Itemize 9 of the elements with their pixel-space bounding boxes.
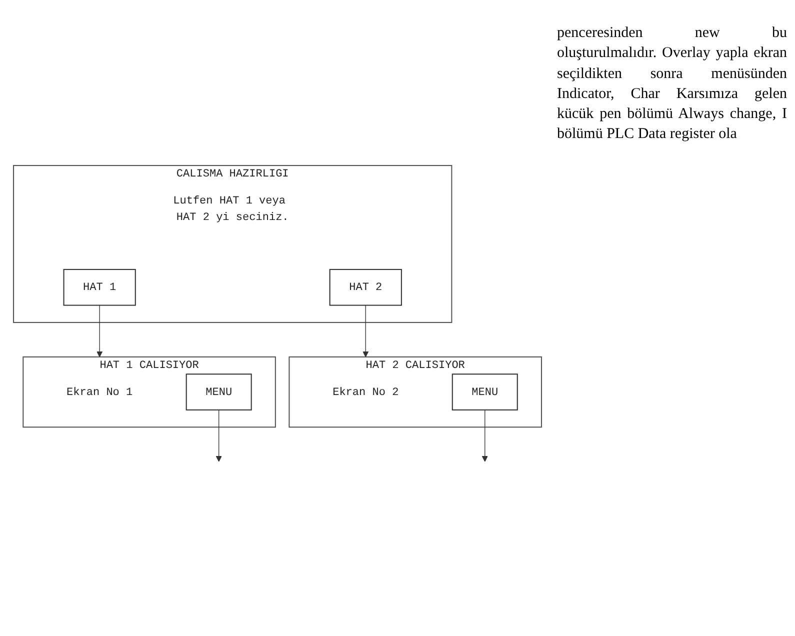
node-box: MENU bbox=[452, 373, 518, 410]
arrow bbox=[482, 409, 488, 462]
arrow bbox=[96, 304, 103, 357]
paragraph-text: penceresinden new bu oluşturulmalıdır. Overlay yapla ekran seçildikten sonra menüsünden Indicator, Char Karsımıza gelen kücük pen bölümü Always change, I bölümü PLC Data register ola bbox=[557, 24, 787, 144]
node-box: HAT 2 bbox=[329, 268, 402, 306]
arrow bbox=[362, 304, 369, 357]
node-box: MENU bbox=[186, 373, 252, 410]
node-box: HAT 1 bbox=[63, 268, 136, 306]
arrow bbox=[216, 409, 222, 462]
